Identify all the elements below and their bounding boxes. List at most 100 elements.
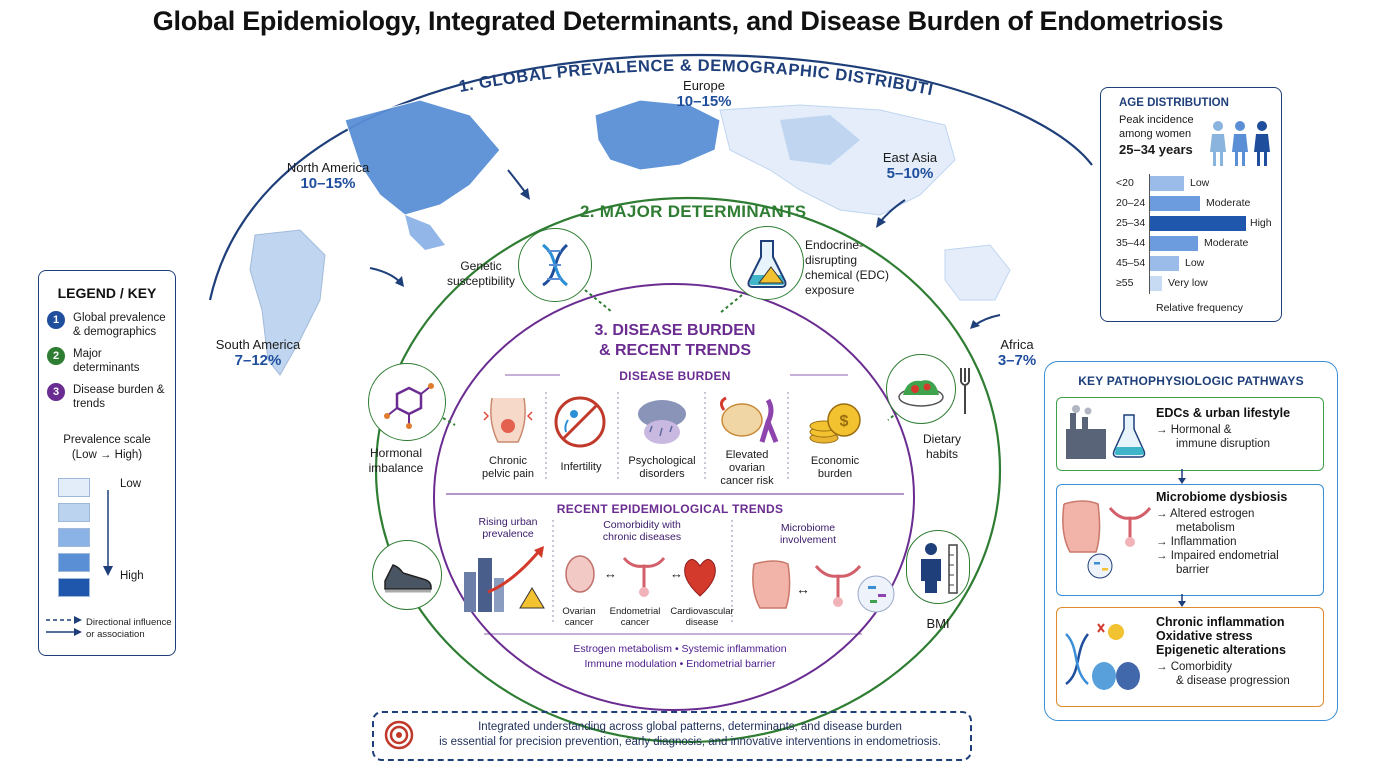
age-footer: Relative frequency: [1156, 302, 1243, 314]
genetic-label: Genetic susceptibility: [446, 259, 516, 288]
legend-item: 2 Major determinants: [47, 347, 167, 375]
burden-item-line: ovarian: [728, 462, 766, 474]
pathway-line: & disease progression: [1176, 675, 1290, 687]
ovary-ribbon-icon: [716, 392, 784, 448]
scale-swatch-5: [58, 578, 90, 597]
scale-swatch-1: [58, 478, 90, 497]
pelvic-pain-icon: [478, 392, 538, 450]
legend-text: Global prevalence & demographics: [73, 311, 166, 339]
coins-icon: $: [804, 390, 864, 450]
legend-line: Major determinants: [73, 348, 140, 374]
flask-icon: [730, 226, 804, 300]
svg-text:↔: ↔: [604, 566, 617, 581]
region-name: Europe: [683, 78, 725, 93]
trend-label-line: prevalence: [482, 528, 534, 540]
burden-item-psychological: Psychological disorders: [622, 455, 702, 481]
svg-text:$: $: [840, 413, 849, 430]
pathway-head: Oxidative stress: [1156, 629, 1253, 643]
flow-arrow: [1178, 594, 1186, 607]
tiny-line: Ovarian: [562, 606, 596, 617]
target-icon: [384, 720, 414, 750]
cardiovascular-label: Cardiovascular disease: [666, 606, 738, 628]
world-map: [249, 99, 1011, 376]
fork-icon: [955, 366, 975, 416]
pathway-line: → Impaired endometrial: [1156, 550, 1279, 562]
hormonal-label-line: imbalance: [368, 461, 424, 475]
age-bar: [1150, 196, 1200, 211]
age-group-label: ≥55: [1116, 277, 1134, 289]
brain-cloud-icon: [630, 392, 694, 450]
burden-item-line: Infertility: [560, 461, 602, 473]
pathways-title: KEY PATHOPHYSIOLOGIC PATHWAYS: [1078, 374, 1304, 388]
region-europe: Europe 10–15%: [660, 78, 748, 110]
trend-label-line: Comorbidity with: [603, 519, 681, 531]
trend-label-line: chronic diseases: [602, 531, 682, 543]
svg-text:↔: ↔: [796, 581, 810, 597]
hormonal-label-line: Hormonal: [369, 446, 423, 460]
region-south-america: South America 7–12%: [208, 337, 308, 369]
flow-arrow: [1178, 469, 1186, 484]
burden-item-ovarian-risk: Elevated ovarian cancer risk: [712, 449, 782, 488]
pathway-inflammation-text: Chronic inflammation Oxidative stress Ep…: [1156, 615, 1320, 688]
salad-icon: [886, 354, 956, 424]
age-bar: [1150, 176, 1184, 191]
arrow-legend-line: or association: [86, 629, 145, 640]
trend-label-line: Rising urban: [478, 516, 538, 528]
europe-shape: [594, 99, 721, 171]
age-group-label: 45–54: [1116, 257, 1146, 269]
australia-shape: [944, 244, 1011, 301]
endometrial-cancer-label: Endometrial cancer: [604, 606, 666, 628]
central-america-shape: [405, 215, 445, 250]
legend-title: LEGEND / KEY: [57, 285, 157, 301]
asia-shape: [719, 104, 956, 216]
pathway-line: → Inflammation: [1156, 536, 1237, 548]
mechanism-line: Immune modulation • Endometrial barrier: [584, 658, 776, 670]
burden-item-line: cancer risk: [720, 475, 774, 487]
legend-items: 1 Global prevalence& demographics 2 Majo…: [39, 301, 175, 411]
pathway-line: → Altered estrogen: [1156, 508, 1255, 520]
region-name: East Asia: [882, 150, 938, 165]
ovarian-cancer-label: Ovarian cancer: [556, 606, 602, 628]
tiny-line: Cardiovascular: [670, 606, 734, 617]
scale-title-line: (Low → High): [71, 449, 143, 461]
age-bar: [1150, 276, 1162, 291]
factory-icon: [1066, 405, 1146, 459]
trend-comorbidity-label: Comorbidity with chronic diseases: [590, 519, 694, 543]
tiny-line: disease: [685, 617, 719, 628]
pathway-head: Epigenetic alterations: [1156, 643, 1286, 657]
tiny-line: Endometrial: [609, 606, 661, 617]
legend-line: Disease burden &: [73, 384, 165, 396]
age-level-label: Moderate: [1204, 237, 1249, 249]
comorbidity-icons: ↔ ↔: [560, 548, 730, 604]
section3-title-line: & RECENT TRENDS: [598, 342, 751, 359]
bmi-person-icon: [906, 530, 970, 604]
scale-title: Prevalence scale (Low → High): [39, 433, 175, 463]
page-title: Global Epidemiology, Integrated Determin…: [152, 6, 1224, 36]
conclusion-line: Integrated understanding across global p…: [478, 721, 902, 733]
region-value: 10–15%: [300, 175, 356, 192]
age-bar: [1150, 236, 1198, 251]
legend-line: & demographics: [73, 326, 157, 338]
burden-circle: [433, 283, 915, 711]
bmi-label: BMI: [926, 616, 950, 631]
peak-line: 25–34 years: [1119, 142, 1193, 157]
pathway-box-inflammation: [1056, 607, 1324, 707]
scale-swatch-2: [58, 503, 90, 522]
legend-item: 1 Global prevalence& demographics: [47, 311, 167, 339]
burden-subheading: DISEASE BURDEN: [560, 369, 790, 383]
pathway-line: barrier: [1176, 564, 1210, 576]
section3-title-line: 3. DISEASE BURDEN: [594, 322, 756, 339]
trend-label-line: involvement: [779, 534, 837, 546]
tiny-line: cancer: [564, 617, 594, 628]
molecule-icon: [368, 363, 446, 441]
legend-number: 3: [47, 383, 65, 401]
burden-item-line: Psychological: [628, 455, 696, 467]
legend-line: Global prevalence: [73, 312, 166, 324]
age-level-label: High: [1250, 217, 1272, 229]
mechanisms: Estrogen metabolism • Systemic inflammat…: [520, 642, 840, 672]
shoe-icon: [372, 540, 442, 610]
burden-item-chronic-pain: Chronic pelvic pain: [470, 455, 546, 481]
